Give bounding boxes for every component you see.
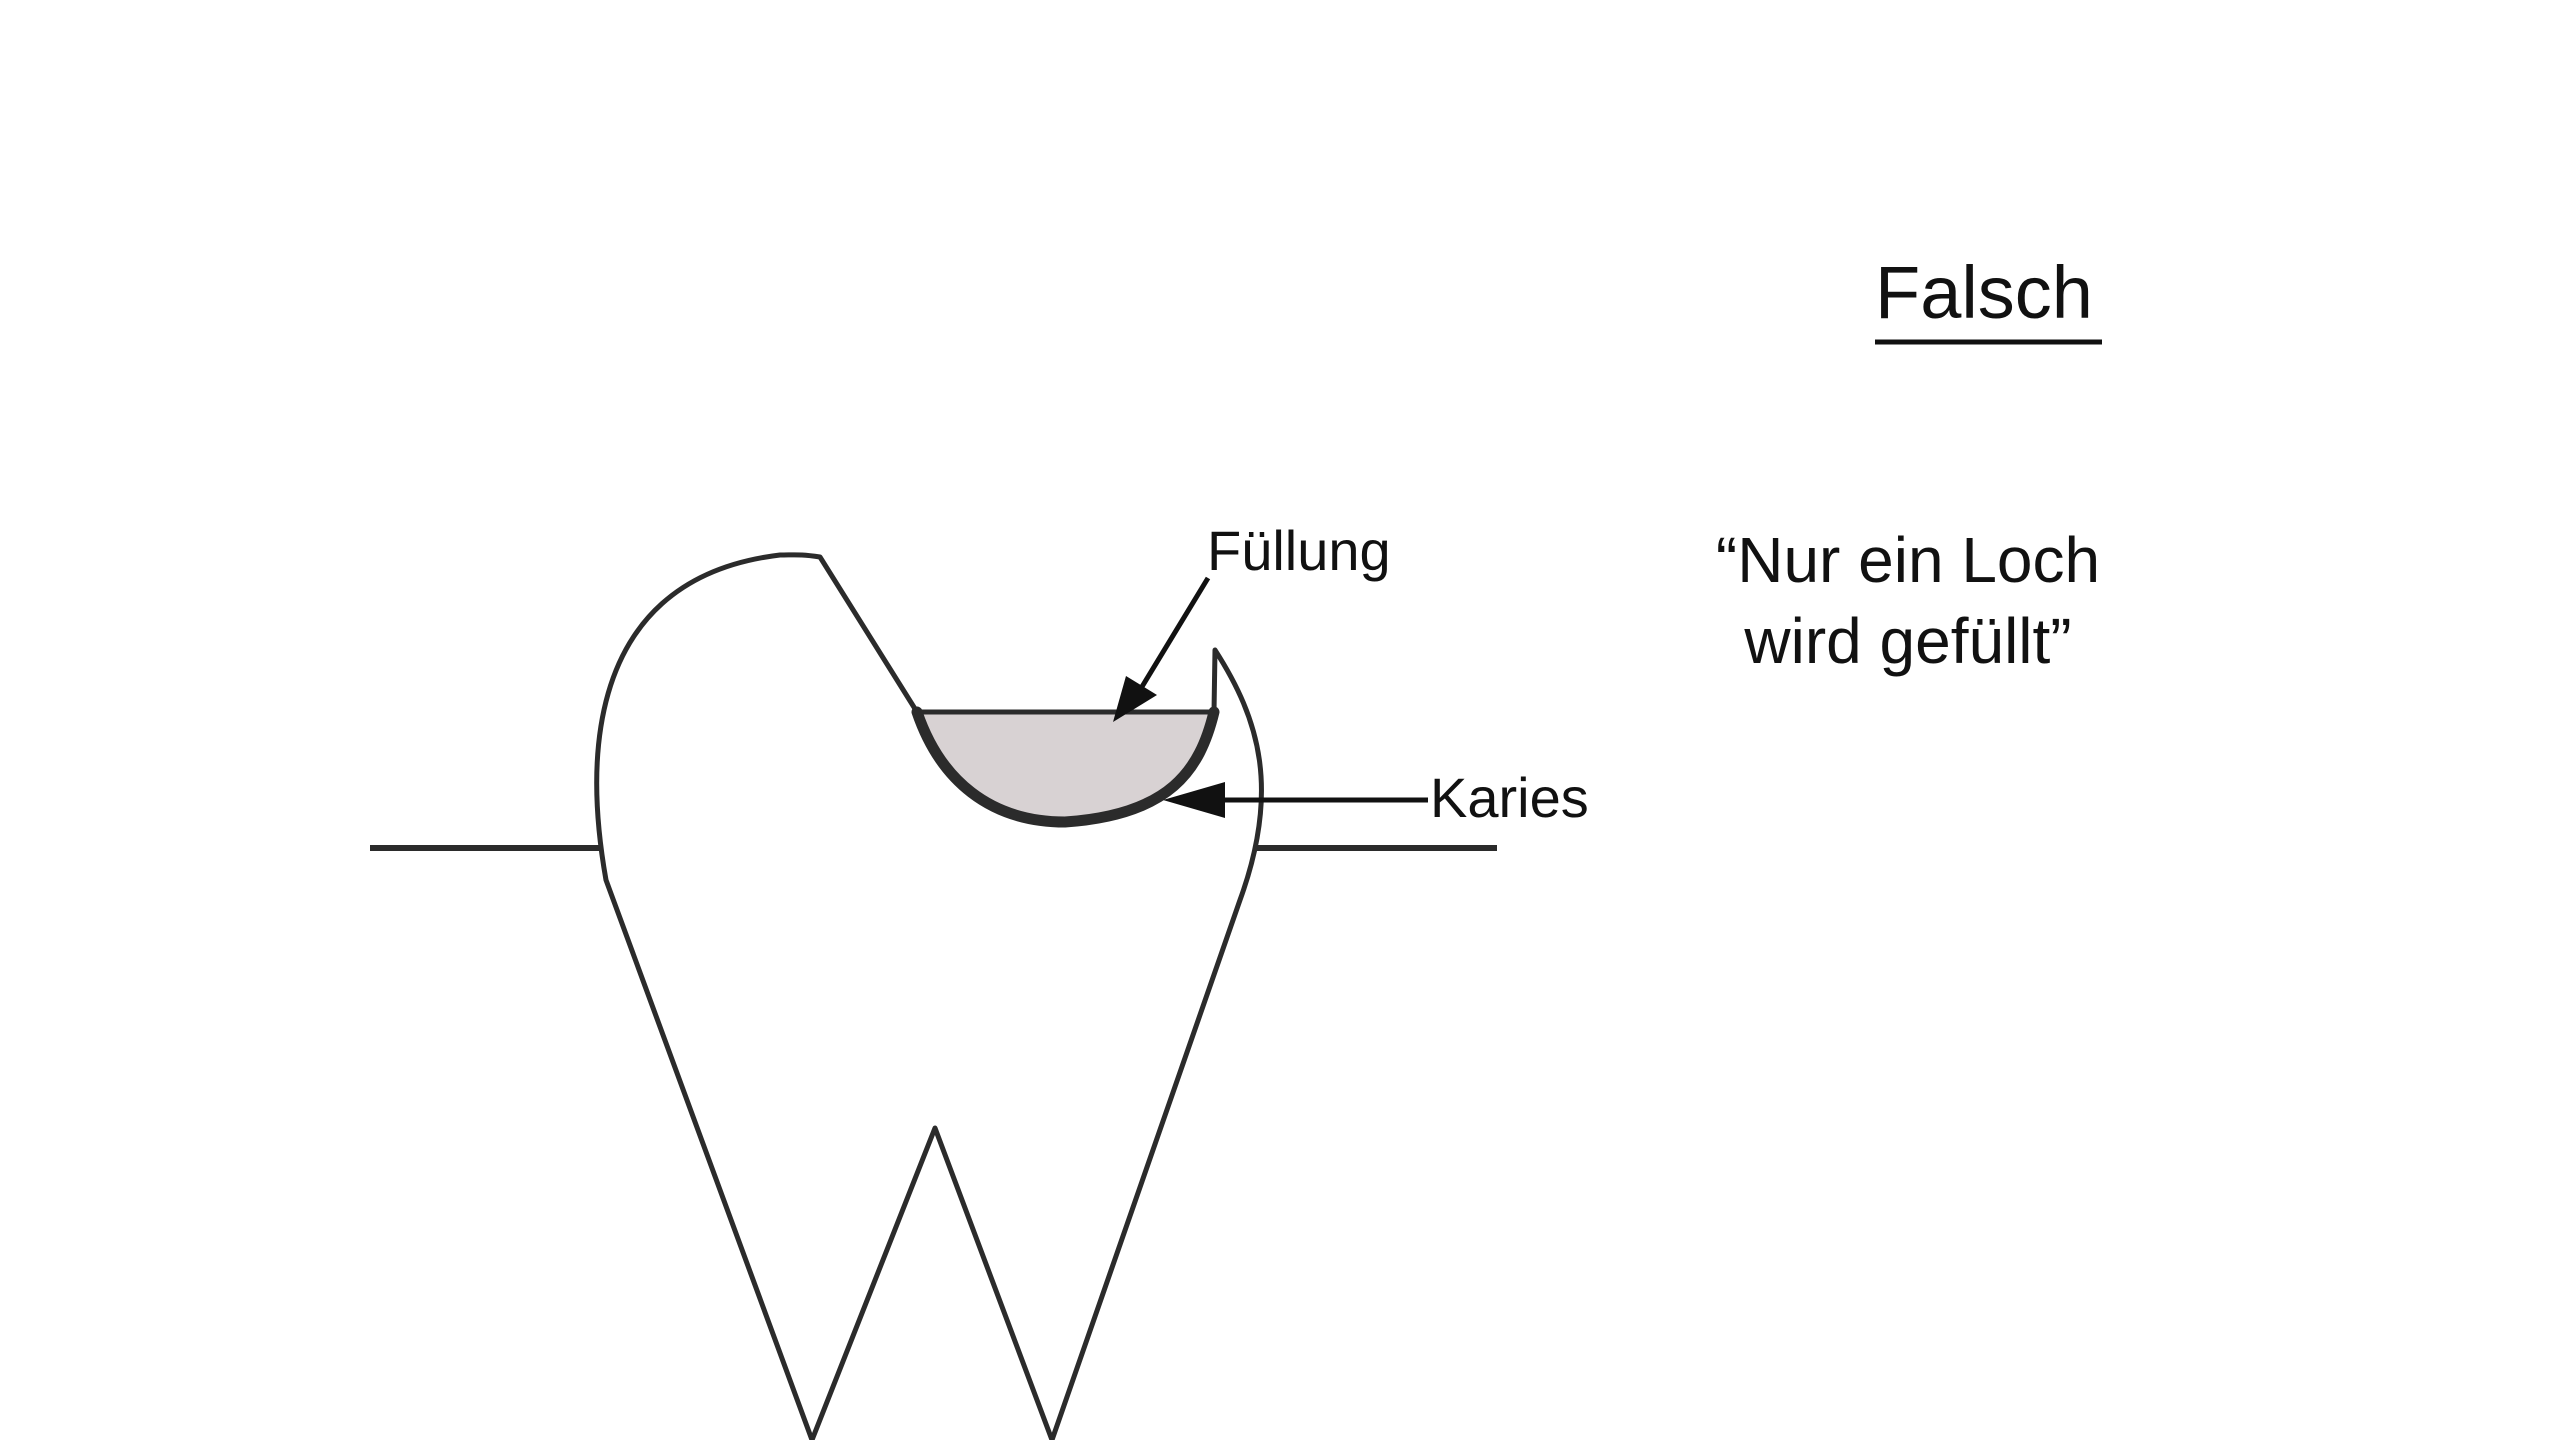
title-text: Falsch — [1875, 251, 2093, 334]
filling-arrow-line — [1137, 576, 1211, 692]
filling-arrowhead — [1113, 676, 1157, 722]
caries-arrowhead — [1163, 782, 1225, 818]
filling-label: Füllung — [1207, 519, 1391, 582]
caption-line-2: wird gefüllt” — [1743, 605, 2071, 677]
caption-line-1: “Nur ein Loch — [1716, 524, 2100, 596]
caries-label: Karies — [1430, 766, 1589, 829]
caries-rim — [911, 706, 1220, 828]
tooth-outline — [594, 552, 1264, 1440]
